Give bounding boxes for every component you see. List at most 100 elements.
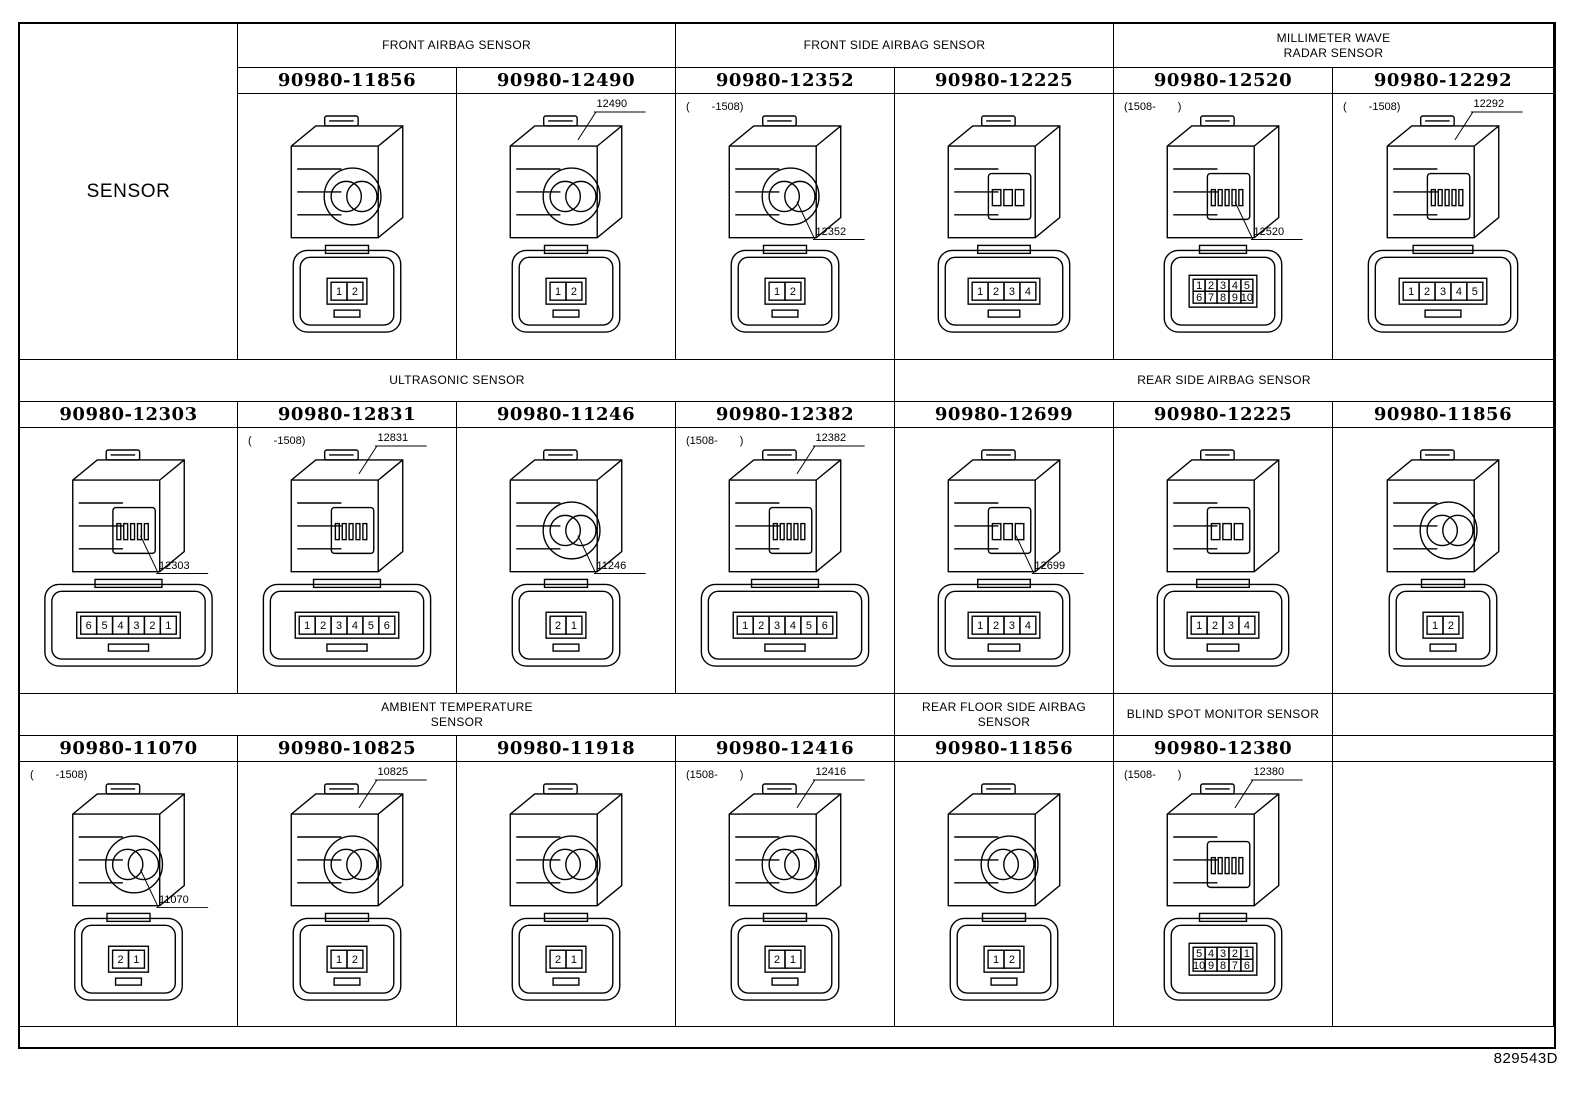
connector-body [728,449,842,573]
side-label: SENSOR [20,24,238,360]
part-number: 90980-12831 [238,402,457,428]
pin-number: 2 [571,286,577,298]
connector-body [947,783,1061,907]
callout-label: 12380 [1253,766,1285,778]
pin-number: 7 [1232,960,1238,972]
pin-number: 8 [1220,960,1226,972]
pin-number: 3 [1220,280,1226,292]
pin-number: 3 [336,620,342,632]
pin-number: 4 [1025,286,1031,298]
pin-number: 3 [1228,620,1234,632]
pin-number: 2 [774,954,780,966]
connector-body [728,115,842,239]
part-number: 90980-12303 [20,402,238,428]
date-range: (1508- ) [686,769,744,781]
connector-body [72,449,185,573]
pin-number: 10 [1241,292,1253,304]
connector-body [1386,115,1500,239]
pin-number: 2 [993,286,999,298]
callout-label: 12520 [1253,226,1285,238]
part-number: 90980-12416 [676,736,895,762]
callout-label: 12382 [815,432,847,444]
section-title: FRONT AIRBAG SENSOR [238,24,676,68]
part-number: 90980-12352 [676,68,895,94]
part-number: 90980-11918 [457,736,676,762]
pin-number: 5 [368,620,374,632]
pin-number: 8 [1220,292,1226,304]
pin-number: 5 [1196,948,1202,960]
section-title: MILLIMETER WAVE RADAR SENSOR [1114,24,1554,68]
empty-cell [1333,736,1554,762]
pin-number: 2 [1212,620,1218,632]
pin-number: 2 [1448,620,1454,632]
pin-number: 5 [102,620,108,632]
pin-number: 9 [1208,960,1214,972]
date-range: ( -1508) [1343,101,1401,113]
part-number: 90980-12292 [1333,68,1554,94]
pin-number: 7 [1208,292,1214,304]
connector-body [290,783,404,907]
section-title: BLIND SPOT MONITOR SENSOR [1114,694,1333,736]
pin-number: 4 [1244,620,1250,632]
connector-body [509,115,623,239]
callout-label: 12699 [1034,560,1066,572]
pin-number: 1 [165,620,171,632]
date-range: ( -1508) [30,769,88,781]
pin-number: 1 [336,954,342,966]
part-number: 90980-12382 [676,402,895,428]
pin-number: 1 [1432,620,1438,632]
pin-number: 5 [1244,280,1250,292]
part-number: 90980-11856 [1333,402,1554,428]
connector-body [1166,449,1280,573]
pin-number: 1 [1196,620,1202,632]
section-title: REAR SIDE AIRBAG SENSOR [895,360,1554,402]
connector-body [1386,449,1500,573]
empty-header [1333,694,1554,736]
pin-number: 1 [571,954,577,966]
part-number: 90980-12225 [895,68,1114,94]
section-title: AMBIENT TEMPERATURE SENSOR [20,694,895,736]
pin-number: 1 [977,620,983,632]
date-range: ( -1508) [248,435,306,447]
pin-number: 2 [320,620,326,632]
pin-number: 3 [133,620,139,632]
connector-body [728,783,842,907]
callout-label: 12352 [815,226,847,238]
connector-body [1166,783,1280,907]
part-number: 90980-12699 [895,402,1114,428]
connector-body [1166,115,1280,239]
part-number: 90980-11070 [20,736,238,762]
connector-body [509,783,623,907]
pin-number: 1 [133,954,139,966]
figure-id: 829543D [1493,1050,1558,1067]
pin-number: 1 [555,286,561,298]
pin-number: 3 [1220,948,1226,960]
pin-number: 1 [1196,280,1202,292]
pin-number: 4 [1025,620,1031,632]
section-title: FRONT SIDE AIRBAG SENSOR [676,24,1114,68]
pin-number: 6 [86,620,92,632]
pin-number: 2 [1232,948,1238,960]
